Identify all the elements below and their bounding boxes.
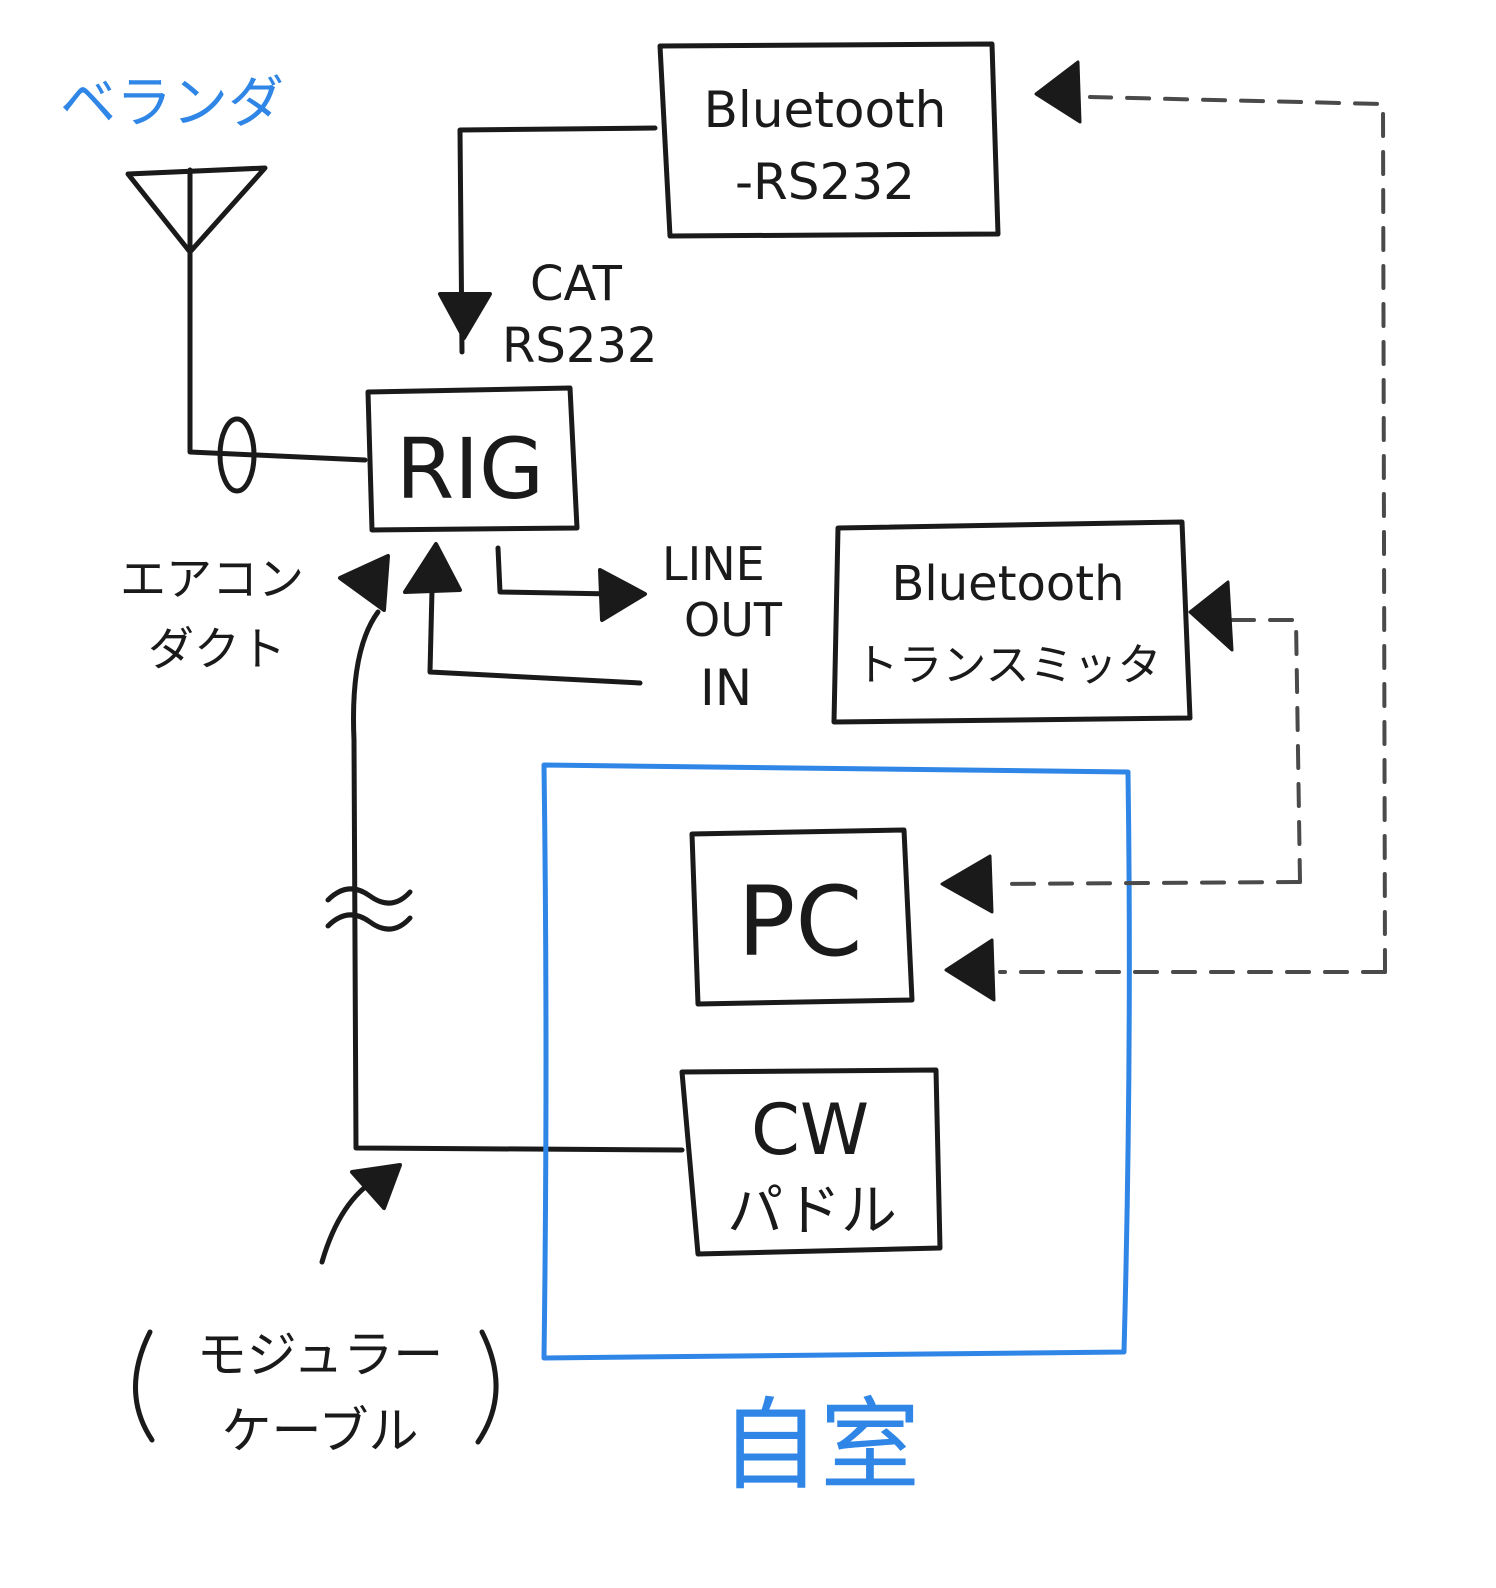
pc-arrowhead-2 (944, 938, 996, 1002)
bt-transmitter-link (1230, 618, 1302, 884)
modular-cable (351, 609, 685, 1153)
cat-arrowhead (438, 292, 492, 340)
cw-paddle-line1: CW (751, 1089, 869, 1171)
bt-transmitter-arrowhead (1188, 580, 1234, 652)
modular-label-line2: ケーブル (222, 1402, 419, 1460)
line-out-arrowhead (598, 568, 647, 622)
line-in-label: IN (700, 659, 752, 717)
bluetooth-rs232-line2: -RS232 (735, 153, 915, 211)
rig-box: RIG (365, 385, 580, 533)
cw-paddle-box: CW パドル (679, 1067, 943, 1257)
wire-break-icon (325, 886, 413, 932)
ferrite-core-icon (217, 416, 257, 494)
pc-label: PC (738, 866, 863, 978)
pc-box: PC (689, 827, 915, 1007)
line-out-cable (495, 545, 618, 597)
pc-to-bt-transmitter-link (998, 880, 1302, 886)
duct-label-line2: ダクト (148, 622, 286, 676)
veranda-label: ベランダ (60, 71, 284, 136)
duct-label-line1: エアコン (120, 552, 304, 606)
cw-paddle-line2: パドル (727, 1179, 897, 1244)
line-in-cable (427, 587, 643, 686)
bluetooth-transmitter-line1: Bluetooth (891, 556, 1124, 612)
antenna-icon (125, 165, 368, 463)
modular-label-line1: モジュラー (197, 1326, 444, 1384)
bluetooth-rs232-box: Bluetooth -RS232 (657, 41, 1001, 239)
own-room-label: 自室 (720, 1387, 920, 1504)
pc-arrowhead-1 (940, 854, 994, 914)
duct-arrowhead (338, 554, 390, 612)
own-room-boundary (541, 762, 1132, 1361)
bluetooth-rs232-line1: Bluetooth (704, 81, 947, 139)
cat-cable (457, 125, 658, 355)
left-paren (133, 1329, 155, 1443)
line-out-label-line1: LINE (662, 537, 765, 591)
right-paren (475, 1329, 499, 1445)
rs232-label: RS232 (502, 318, 657, 374)
modular-pointer-arrowhead (350, 1163, 402, 1210)
cat-label: CAT (530, 256, 623, 312)
line-in-arrowhead (403, 542, 462, 594)
bt-rs232-link (1088, 95, 1387, 974)
bt-rs232-arrowhead (1034, 60, 1082, 124)
line-out-label-line2: OUT (684, 593, 783, 647)
bluetooth-transmitter-line2: トランスミッタ (854, 640, 1161, 691)
bluetooth-transmitter-box: Bluetooth トランスミッタ (831, 519, 1193, 725)
rig-label: RIG (396, 420, 544, 518)
